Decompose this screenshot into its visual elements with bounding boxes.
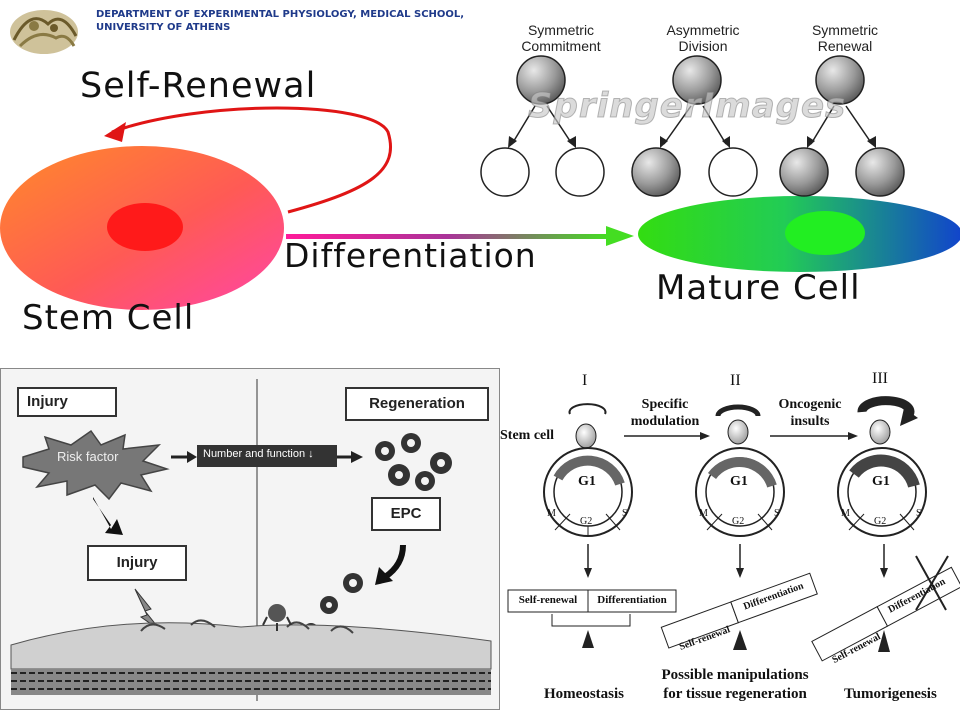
number-function-box	[197, 445, 337, 467]
cell-cycle-diagram	[507, 396, 960, 662]
epc-box-label: EPC	[390, 505, 422, 522]
injury-box: Injury	[87, 545, 187, 581]
division-arrowheads	[508, 136, 876, 148]
specific-modulation-text: Specific modulation	[620, 396, 710, 430]
cross-out-icon	[915, 555, 949, 611]
stem-cell-label: Stem Cell	[22, 298, 195, 338]
col3-line2: Renewal	[817, 38, 873, 54]
daughter-cell-2b	[708, 147, 758, 197]
roman-iii: III	[872, 370, 888, 387]
differentiation-arrowhead-icon	[606, 226, 634, 246]
regeneration-header-label: Regeneration	[369, 395, 465, 412]
s-label-2: S	[774, 508, 780, 519]
possible-line-1: Possible manipulations	[661, 667, 809, 683]
insults-line: insults	[790, 414, 830, 429]
differentiation-arrow	[286, 234, 608, 239]
daughter-cell-3b	[855, 147, 905, 197]
parent-cell-2	[672, 55, 722, 105]
homeostasis-label: Homeostasis	[544, 686, 624, 702]
stem-cell-diagram	[0, 106, 960, 310]
g1-label-3: G1	[872, 474, 890, 489]
parent-cell-3	[815, 55, 865, 105]
epc-curved-arrow	[383, 544, 406, 580]
col3-line1: Symmetric	[811, 22, 879, 38]
injury-box-label: Injury	[116, 554, 158, 571]
s-label-1: S	[622, 508, 628, 519]
g2-label-2: G2	[732, 516, 745, 527]
tumorigenesis-label: Tumorigenesis	[844, 686, 937, 702]
possible-manipulations-label: Possible manipulations for tissue regene…	[650, 666, 820, 704]
m-label-3: M	[841, 508, 850, 519]
stem-cell-nucleus	[107, 203, 183, 251]
m-label-1: M	[547, 508, 556, 519]
injury-header-label: Injury	[27, 393, 68, 410]
oncogenic-line: Oncogenic	[778, 397, 842, 412]
panel-iii	[811, 396, 960, 662]
symmetric-renewal-label: Symmetric Renewal	[770, 22, 920, 54]
col1-line1: Symmetric	[527, 22, 595, 38]
col2-line1: Asymmetric	[666, 22, 740, 38]
mature-cell-nucleus	[785, 211, 865, 255]
department-title: DEPARTMENT OF EXPERIMENTAL PHYSIOLOGY, M…	[96, 8, 464, 34]
col2-line2: Division	[678, 38, 728, 54]
department-line-2: UNIVERSITY OF ATHENS	[96, 22, 231, 33]
regeneration-header-box: Regeneration	[345, 387, 489, 421]
risk-factor-burst	[22, 429, 170, 501]
specific-line: Specific	[641, 397, 689, 412]
parent-cell-1	[516, 55, 566, 105]
panel-ii	[660, 404, 818, 650]
g1-label-2: G1	[730, 474, 748, 489]
s-label-3: S	[916, 508, 922, 519]
differentiation-label: Differentiation	[284, 236, 537, 275]
epc-cell-cluster	[375, 433, 452, 491]
roman-i: I	[582, 372, 588, 389]
m-label-2: M	[699, 508, 708, 519]
division-types-diagram	[480, 55, 905, 197]
daughter-cell-1a	[480, 147, 530, 197]
vessel-wall-tissue	[10, 604, 492, 695]
asymmetric-division-label: Asymmetric Division	[628, 22, 778, 54]
g1-label-1: G1	[578, 474, 596, 489]
oncogenic-insults-text: Oncogenic insults	[764, 396, 856, 430]
risk-factor-label: Risk factor	[57, 449, 119, 464]
self-renewal-arrow	[111, 106, 393, 214]
possible-line-2: for tissue regeneration	[663, 686, 807, 702]
number-function-label: Number and function ↓	[203, 448, 314, 460]
symmetric-commitment-label: Symmetric Commitment	[486, 22, 636, 54]
epc-box: EPC	[371, 497, 441, 531]
daughter-cell-2a	[631, 147, 681, 197]
panel-i	[507, 403, 677, 648]
department-line-1: DEPARTMENT OF EXPERIMENTAL PHYSIOLOGY, M…	[96, 9, 465, 20]
modulation-line: modulation	[630, 414, 700, 429]
self-renewal-box-1: Self-renewal	[518, 594, 578, 606]
g2-label-3: G2	[874, 516, 887, 527]
injury-header-box: Injury	[17, 387, 117, 417]
mature-cell-label: Mature Cell	[656, 268, 861, 308]
injury-down-arrow	[93, 497, 123, 535]
university-logo	[4, 2, 84, 58]
col1-line2: Commitment	[521, 38, 601, 54]
springer-watermark: SpringerImages	[527, 86, 847, 127]
self-renewal-arrowhead-icon	[104, 122, 126, 142]
stem-cell-text: Stem cell	[500, 428, 555, 443]
g2-label-1: G2	[580, 516, 593, 527]
injury-regeneration-panel: Injury Regeneration Risk factor Number a…	[0, 368, 500, 710]
daughter-cell-3a	[779, 147, 829, 197]
daughter-cell-1b	[555, 147, 605, 197]
self-renewal-label: Self-Renewal	[80, 66, 317, 106]
roman-ii: II	[730, 372, 741, 389]
differentiation-box-1: Differentiation	[597, 594, 667, 606]
